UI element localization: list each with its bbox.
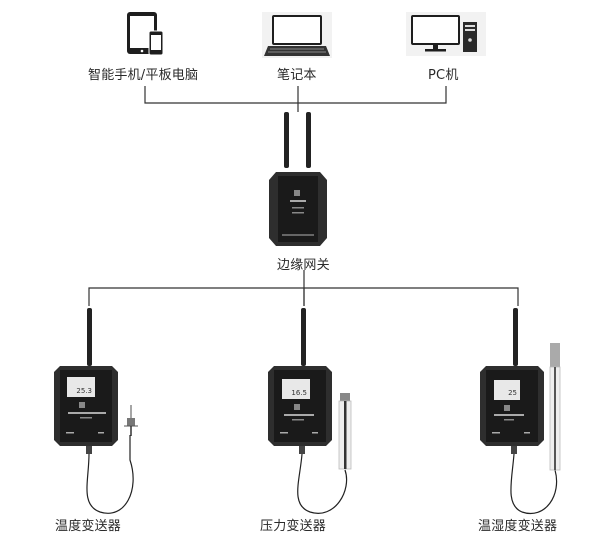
laptop-icon[interactable]	[262, 12, 332, 58]
temperature-transmitter-icon[interactable]: 25.3	[54, 308, 138, 514]
label-gateway: 边缘网关	[277, 258, 330, 273]
edge-pc	[300, 86, 447, 104]
pressure-reading: 16.5	[291, 389, 307, 397]
humidity-reading: 25	[508, 389, 517, 397]
temp-reading: 25.3	[76, 387, 92, 395]
edge-mobile	[144, 86, 300, 104]
pressure-transmitter-icon[interactable]: 16.5	[268, 308, 352, 514]
label-laptop: 笔记本	[277, 68, 317, 83]
desktop-pc-icon[interactable]	[406, 12, 486, 56]
label-temperature: 温度变送器	[55, 519, 122, 534]
label-humidity: 温湿度变送器	[478, 519, 558, 534]
label-pc: PC机	[428, 68, 459, 83]
humidity-transmitter-icon[interactable]: 25	[480, 308, 561, 515]
label-mobile: 智能手机/平板电脑	[88, 68, 199, 83]
label-pressure: 压力变送器	[260, 519, 327, 534]
tablet-phone-icon[interactable]	[127, 12, 164, 56]
edge-gateway-icon[interactable]	[269, 112, 327, 246]
